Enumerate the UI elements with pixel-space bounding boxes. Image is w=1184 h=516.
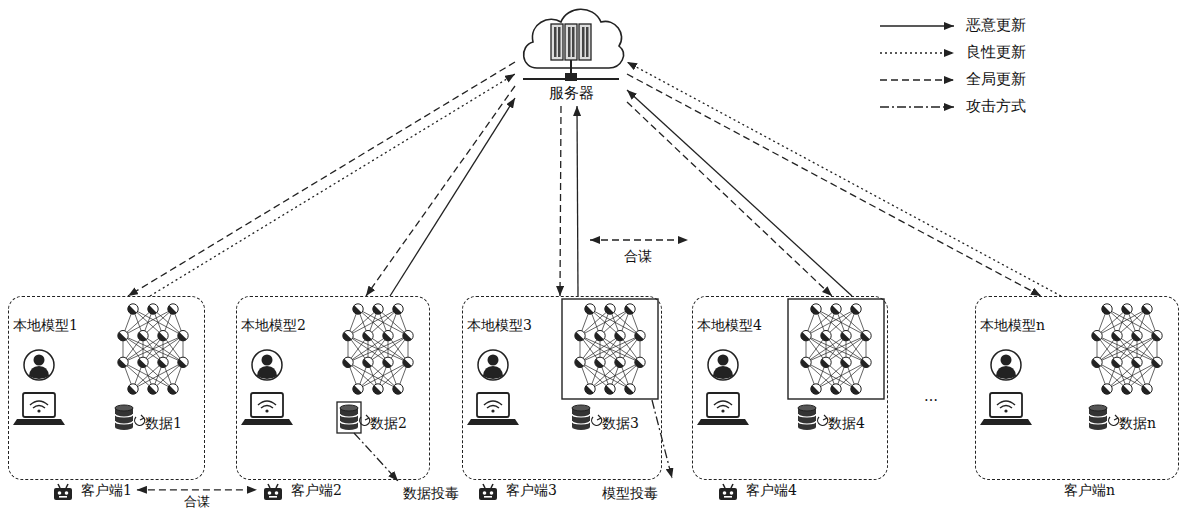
update-arrow xyxy=(627,74,1041,296)
data-label: 数据1 xyxy=(145,415,182,431)
model-label: 本地模型1 xyxy=(13,317,78,333)
client-box: 本地模型1数据1客户端1 xyxy=(8,296,205,480)
legend-line-sample xyxy=(878,46,958,60)
client-caption: 客户端n xyxy=(1064,482,1115,498)
client-box: 本地模型4数据4客户端4 xyxy=(692,296,888,480)
edge-label: 合谋 xyxy=(182,495,212,510)
legend-line-sample xyxy=(878,73,958,87)
client-box: 本地模型3数据3客户端3 xyxy=(462,296,662,480)
data-label: 数据3 xyxy=(602,415,639,431)
legend-text: 攻击方式 xyxy=(966,97,1026,116)
update-arrow xyxy=(577,106,578,296)
client-box: 本地模型n数据n客户端n xyxy=(975,296,1179,480)
legend-text: 全局更新 xyxy=(966,70,1026,89)
data-label: 数据2 xyxy=(370,415,407,431)
client-caption: 客户端1 xyxy=(81,482,132,498)
server-node: 服务器 xyxy=(515,2,627,106)
collusion-label: 合谋 xyxy=(622,248,654,264)
legend-row: 良性更新 xyxy=(878,39,1026,66)
legend-row: 全局更新 xyxy=(878,66,1026,93)
legend-text: 良性更新 xyxy=(966,43,1026,62)
model-label: 本地模型3 xyxy=(467,317,532,333)
collusion-arrow xyxy=(137,489,257,490)
model-label: 本地模型2 xyxy=(241,317,306,333)
legend-row: 攻击方式 xyxy=(878,93,1026,120)
legend-row: 恶意更新 xyxy=(878,12,1026,39)
data-poison-arrow xyxy=(354,433,398,481)
legend-text: 恶意更新 xyxy=(966,16,1026,35)
update-arrow xyxy=(390,98,515,296)
client-box: 本地模型2数据2客户端2 xyxy=(236,296,430,480)
attack-label: 数据投毒 xyxy=(401,485,461,501)
client-caption: 客户端4 xyxy=(746,482,797,498)
legend-line-sample xyxy=(878,100,958,114)
legend-line-sample xyxy=(878,19,958,33)
update-arrow xyxy=(560,106,561,296)
model-label: 本地模型n xyxy=(980,317,1045,333)
update-arrow xyxy=(366,86,515,296)
legend: 恶意更新良性更新全局更新攻击方式 xyxy=(878,12,1026,120)
data-label: 数据4 xyxy=(828,415,865,431)
client-caption: 客户端3 xyxy=(506,482,557,498)
ellipsis: … xyxy=(922,388,940,404)
collusion-arrow xyxy=(590,239,688,240)
attack-label: 模型投毒 xyxy=(600,485,660,501)
model-poison-arrow xyxy=(652,400,672,478)
update-arrow xyxy=(627,62,1061,296)
update-arrow xyxy=(128,62,515,296)
server-label: 服务器 xyxy=(549,85,594,102)
update-arrow xyxy=(150,74,515,296)
update-arrow xyxy=(627,102,832,296)
data-label: 数据n xyxy=(1119,415,1156,431)
model-label: 本地模型4 xyxy=(697,317,762,333)
client-caption: 客户端2 xyxy=(291,482,342,498)
update-arrow xyxy=(627,90,852,296)
